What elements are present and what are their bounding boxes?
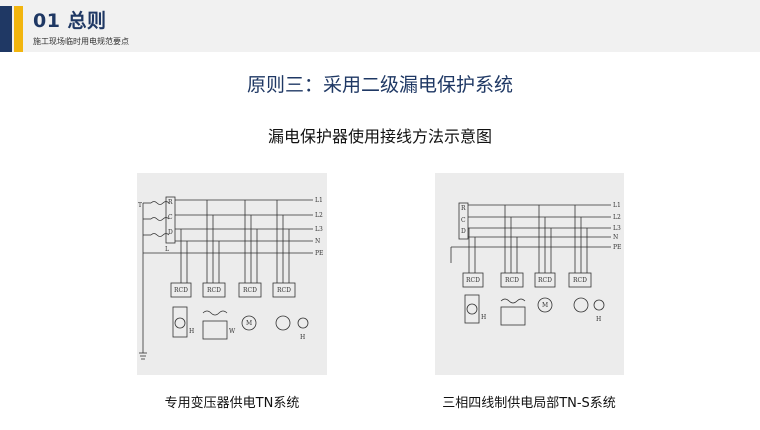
caption-right: 三相四线制供电局部TN-S系统 — [442, 396, 616, 411]
device-label-m: M — [246, 320, 252, 327]
wiring-diagram-tn-s-svg: L1 L2 L3 N PE R C D RCD RCD RCD RCD H M … — [450, 202, 621, 326]
principle-title: 原则三：采用二级漏电保护系统 — [246, 74, 513, 96]
device-label-h-2: H — [596, 316, 601, 323]
line-label-l2: L2 — [315, 212, 323, 219]
caption-left: 专用变压器供电TN系统 — [164, 396, 300, 411]
header-accent-gold-bar — [14, 6, 23, 52]
rcd-label-1: RCD — [174, 287, 188, 294]
rcd-label-3: RCD — [538, 277, 552, 284]
device-label-h-1: H — [189, 328, 194, 335]
line-label-pe: PE — [613, 244, 621, 251]
line-label-l1: L1 — [315, 197, 323, 204]
rcd-label-2: RCD — [207, 287, 221, 294]
rcd-label-2: RCD — [505, 277, 519, 284]
rcd-label-3: RCD — [243, 287, 257, 294]
transformer-label-t: T — [138, 202, 142, 209]
transformer-label-l: L — [165, 246, 169, 253]
device-label-h-1: H — [481, 314, 486, 321]
line-label-l2: L2 — [613, 214, 621, 221]
line-label-l3: L3 — [613, 225, 621, 232]
line-label-l3: L3 — [315, 226, 323, 233]
line-label-n: N — [613, 234, 618, 241]
line-label-pe: PE — [315, 250, 323, 257]
line-label-n: N — [315, 238, 320, 245]
breaker-label-c: C — [461, 217, 466, 224]
wiring-diagram-tn-svg: L1 L2 L3 N PE T L R C D RCD RCD RCD RCD … — [138, 196, 323, 360]
breaker-label-d: D — [461, 228, 466, 235]
rcd-label-4: RCD — [573, 277, 587, 284]
device-label-h-2: H — [300, 334, 305, 341]
header-band — [0, 0, 760, 52]
header-accent-navy-bar — [0, 6, 12, 52]
breaker-label-c: C — [168, 214, 173, 221]
rcd-label-4: RCD — [277, 287, 291, 294]
breaker-label-d: D — [168, 229, 173, 236]
rcd-label-1: RCD — [466, 277, 480, 284]
diagram-heading: 漏电保护器使用接线方法示意图 — [267, 127, 492, 146]
wiring-diagram-tn-s-system: L1 L2 L3 N PE R C D RCD RCD RCD RCD H M … — [435, 173, 624, 375]
wiring-diagram-tn-system: L1 L2 L3 N PE T L R C D RCD RCD RCD RCD … — [137, 173, 327, 375]
device-label-m: M — [542, 302, 548, 309]
device-label-w: W — [229, 328, 236, 335]
breaker-label-r: R — [461, 205, 466, 212]
line-label-l1: L1 — [613, 202, 621, 209]
breaker-label-r: R — [168, 199, 173, 206]
section-title: 01 总则 — [33, 10, 107, 32]
section-subtitle: 施工现场临时用电规范要点 — [33, 37, 129, 46]
